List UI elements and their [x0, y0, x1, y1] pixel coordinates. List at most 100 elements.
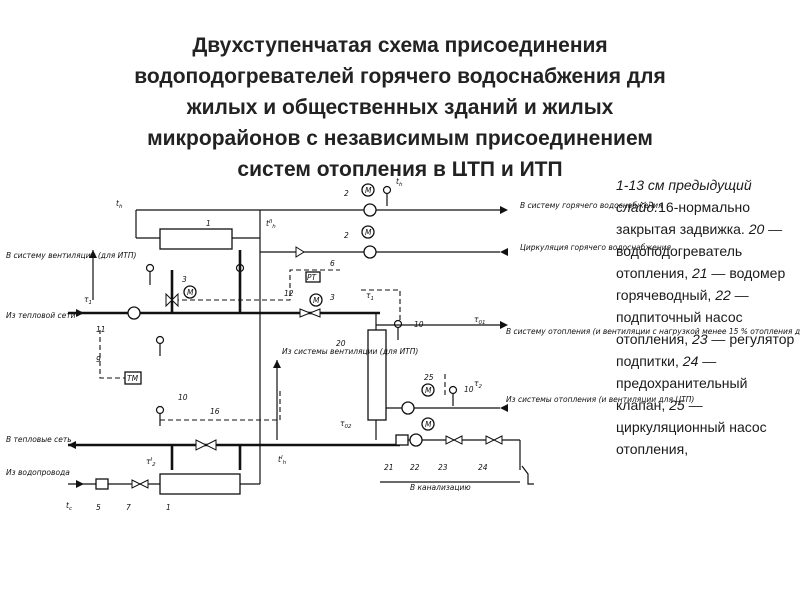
note-part: предохранительный клапан,	[616, 375, 748, 413]
symbol-tau2-I: τI2	[146, 457, 156, 468]
note-part: подпиточный насос отопления,	[616, 309, 743, 347]
valve-icon	[295, 246, 305, 258]
control-line	[360, 289, 401, 320]
note-part: 25 —	[669, 397, 703, 413]
motor-label: М	[365, 228, 372, 237]
valve-icon	[299, 308, 321, 318]
slide-title: Двухступенчатая схема присоединения водо…	[40, 30, 760, 176]
note-part: 1-13 см предыдущий слайд.	[616, 177, 752, 215]
pump-icon	[363, 203, 377, 217]
motor-label: М	[187, 288, 194, 297]
title-line: жилых и общественных зданий и жилых	[186, 96, 614, 119]
label-from-water-supply: Из водопровода	[6, 468, 70, 477]
component-number: 2	[344, 231, 349, 240]
symbol-tau1: τ1	[84, 295, 92, 306]
label-to-dhw: В систему горячего водоснабжения	[520, 201, 663, 210]
heat-meter-label: ТМ	[127, 374, 139, 383]
component-number: 24	[478, 463, 488, 472]
label-from-heat-network: Из тепловой сети	[6, 311, 76, 320]
label-to-ventilation: В систему вентиляции (для ИТП)	[6, 251, 136, 260]
pump-icon	[127, 306, 141, 320]
component-number: 1	[166, 503, 171, 512]
valve-icon	[131, 479, 149, 489]
pump-icon	[401, 401, 415, 415]
thermometer-icon	[155, 405, 165, 426]
motor-icon	[309, 293, 323, 307]
arrow-left-in	[500, 404, 508, 412]
motor-label: М	[425, 420, 432, 429]
motor-icon	[421, 383, 435, 397]
arrow-right	[500, 321, 508, 329]
component-number: 21	[384, 463, 394, 472]
arrow-left-in	[500, 248, 508, 256]
component-number: 10	[414, 320, 424, 329]
note-part: 21 —	[691, 265, 726, 281]
arrow-right	[76, 480, 84, 488]
arrow-up	[273, 360, 281, 368]
motor-icon	[361, 225, 375, 239]
arrow-right	[500, 206, 508, 214]
legend-note: 1-13 см предыдущий слайд.16-нормально за…	[616, 174, 796, 460]
note-part: водомер горячеводный,	[616, 265, 786, 303]
title-line: систем отопления в ЦТП и ИТП	[237, 158, 563, 176]
thermometer-icon	[393, 319, 403, 340]
label-to-sewer: В канализацию	[410, 483, 471, 492]
component-number: 3	[182, 275, 187, 284]
component-number: 10	[178, 393, 188, 402]
component-number: 16	[210, 407, 220, 416]
title-line: микрорайонов с независимым присоединение…	[147, 127, 653, 150]
component-number: 11	[96, 325, 106, 334]
control-line	[171, 269, 340, 301]
arrow-left	[68, 441, 76, 449]
note-part: 24 —	[682, 353, 717, 369]
symbol-tc: tc	[66, 501, 72, 512]
label-to-heating: В систему отопления (и вентиляции с нагр…	[506, 327, 800, 336]
drain-funnel-icon	[521, 465, 534, 485]
thermometer-icon	[155, 335, 165, 356]
symbol-th-II: tIIh	[266, 219, 276, 230]
symbol-th: th	[116, 199, 123, 210]
arrow-up	[89, 250, 97, 258]
component-number: 6	[330, 259, 335, 268]
motor-icon	[183, 285, 197, 299]
heat-meter-box	[124, 371, 142, 385]
symbol-th-I: tIh	[278, 455, 287, 466]
motor-label: М	[425, 386, 432, 395]
label-from-ventilation: Из системы вентиляции (для ИТП)	[282, 347, 418, 356]
water-meter-icon	[395, 434, 409, 446]
title-line: водоподогревателей горячего водоснабжени…	[134, 65, 666, 88]
thermometer-icon	[145, 263, 155, 285]
motor-icon	[361, 183, 375, 197]
note-part: водоподогреватель отопления,	[616, 243, 743, 281]
motor-label: М	[365, 186, 372, 195]
symbol-tau02: τ02	[340, 419, 352, 430]
motor-icon	[421, 417, 435, 431]
note-part: регулятор подпитки,	[616, 331, 795, 369]
note-part: циркуляционный насос отопления,	[616, 419, 767, 457]
note-part: 22 —	[715, 287, 749, 303]
component-number: 1	[206, 219, 211, 228]
regulator-box	[305, 271, 321, 283]
valve-icon	[485, 435, 503, 445]
symbol-tau2: τ2	[474, 379, 483, 390]
valve-icon	[195, 439, 217, 451]
component-number: 2	[344, 189, 349, 198]
component-number: 23	[438, 463, 448, 472]
component-number: 7	[126, 503, 131, 512]
motor-label: М	[313, 296, 320, 305]
control-line	[160, 390, 281, 421]
pump-icon	[363, 245, 377, 259]
thermometer-icon	[235, 263, 245, 285]
component-number: 3	[330, 293, 335, 302]
title-line: Двухступенчатая схема присоединения	[192, 34, 608, 57]
water-heater-upper	[159, 228, 233, 250]
component-number: 22	[410, 463, 420, 472]
component-number: 12	[284, 289, 294, 298]
water-heater-lower	[159, 473, 241, 495]
note-part: 23 —	[691, 331, 726, 347]
component-number: 20	[336, 339, 346, 348]
note-part: 20 —	[748, 221, 783, 237]
pump-icon	[409, 433, 423, 447]
note-part: 16	[658, 199, 674, 215]
arrow-right	[76, 309, 84, 317]
